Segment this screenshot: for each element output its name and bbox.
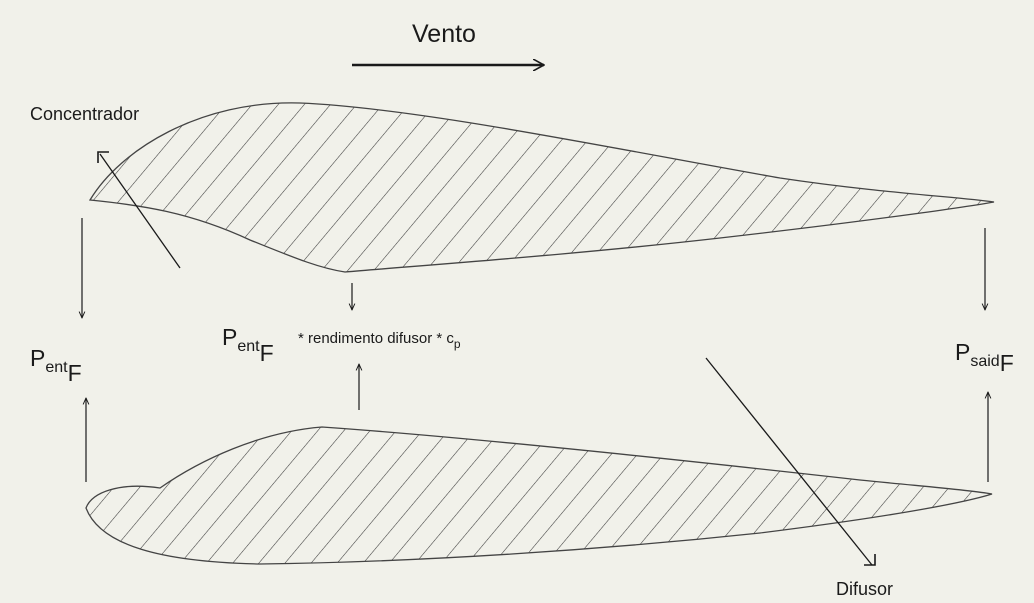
concentrator-leader-line [99, 153, 181, 269]
formula-subscript: p [454, 337, 461, 351]
middle-pressure-symbol: P [222, 324, 237, 350]
diffuser-efficiency-formula: * rendimento difusor * cp [298, 330, 461, 351]
left-pressure-sub2: F [68, 360, 82, 386]
lower-airfoil [85, 426, 993, 565]
right-pressure-symbol: P [955, 339, 970, 365]
left-pressure-label: PentF [30, 345, 82, 386]
middle-pressure-sub1: ent [237, 338, 260, 355]
left-pressure-sub1: ent [45, 359, 68, 376]
upper-airfoil [88, 102, 995, 273]
concentrator-leader-tip [97, 151, 109, 163]
diffuser-leader-tip [864, 554, 876, 566]
middle-pressure-sub2: F [260, 340, 274, 366]
right-pressure-label: PsaidF [955, 339, 1014, 376]
wind-label: Vento [412, 20, 476, 48]
diffuser-leader-line [705, 357, 873, 566]
middle-pressure-label: PentF [222, 324, 274, 366]
left-pressure-symbol: P [30, 345, 45, 371]
diffuser-label: Difusor [836, 579, 893, 599]
concentrator-label: Concentrador [30, 104, 139, 124]
formula-text: * rendimento difusor * c [298, 330, 454, 347]
right-pressure-sub2: F [1000, 350, 1014, 376]
right-pressure-sub1: said [970, 353, 999, 370]
